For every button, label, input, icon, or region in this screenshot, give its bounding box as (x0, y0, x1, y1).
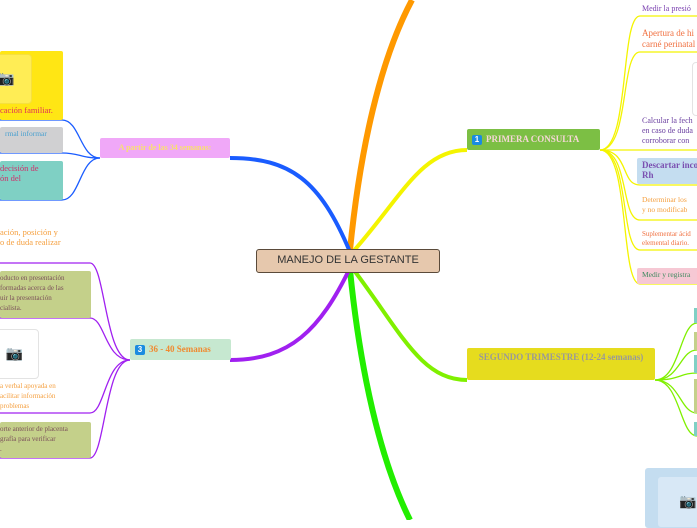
number-badge: 1 (472, 134, 482, 145)
image-node[interactable]: 📷 (645, 468, 697, 528)
node-olive-box-1[interactable]: oducto en presentación formadas acerca de… (0, 271, 91, 318)
child-medir-presion[interactable]: Medir la presió (642, 4, 691, 13)
text-line: orte anterior de placenta (0, 425, 68, 433)
text-line: uir la presentación (0, 294, 52, 302)
text-line: Calcular la fech (642, 116, 693, 125)
text-line: Apertura de hi (642, 28, 694, 38)
text-line: grafía para verificar (0, 435, 56, 443)
text-line: a verbal apoyada en (0, 382, 56, 390)
node-gray-box[interactable]: rmal informar (0, 127, 63, 153)
text-line: en caso de duda (642, 126, 693, 135)
text-line: decisión de (0, 163, 39, 173)
segundo-child-1[interactable] (694, 308, 697, 323)
text-line: cialista. (0, 304, 22, 312)
node-text-orange-2[interactable]: a verbal apoyada en acilitar información p… (0, 381, 56, 411)
node-34-semanas[interactable]: A partir de las 34 semanas: (100, 138, 230, 158)
segundo-child-5[interactable] (694, 422, 697, 436)
text-line: Descartar inco (642, 160, 697, 170)
text-line: formadas acerca de las (0, 284, 64, 292)
text-line: ación, posición y (0, 227, 58, 237)
blue-branch (229, 156, 352, 253)
image-placeholder (692, 62, 697, 116)
node-label: 36 - 40 Semanas (149, 344, 211, 354)
central-node[interactable]: MANEJO DE LA GESTANTE (256, 249, 440, 273)
text-line: Rh (642, 170, 654, 180)
text-line: . (0, 445, 2, 453)
node-yellow-box[interactable]: 📷 cación familiar. (0, 51, 63, 120)
text-line: problemas (0, 402, 30, 410)
node-36-40-semanas[interactable]: 3 36 - 40 Semanas (130, 339, 231, 360)
yellow-branch (348, 148, 468, 257)
light-green-branch (348, 263, 468, 382)
camera-icon: 📷 (657, 476, 697, 528)
segundo-child-3[interactable] (694, 355, 697, 373)
node-label: PRIMERA CONSULTA (486, 134, 580, 144)
text-line: ón del (0, 173, 22, 183)
text-line: y no modificab (642, 205, 688, 214)
number-badge: 3 (135, 344, 145, 355)
node-olive-box-2[interactable]: orte anterior de placenta grafía para ver… (0, 422, 91, 458)
camera-icon: 📷 (0, 329, 39, 379)
text-line: corroborar con (642, 136, 690, 145)
segundo-child-2[interactable] (694, 332, 697, 350)
text-line: oducto en presentación (0, 274, 65, 282)
text-line: acilitar información (0, 392, 56, 400)
node-primera-consulta[interactable]: 1 PRIMERA CONSULTA (467, 129, 600, 150)
purple-branch (229, 267, 352, 362)
text-line: o de duda realizar (0, 237, 61, 247)
orange-branch (347, 0, 415, 251)
green-branch (347, 269, 413, 520)
text-line: carné perinatal (642, 39, 696, 49)
node-text: cación familiar. (0, 105, 53, 115)
text-line: elemental diario. (642, 239, 690, 247)
camera-icon: 📷 (0, 54, 32, 104)
node-segundo-trimestre[interactable]: SEGUNDO TRIMESTRE (12-24 semanas) (467, 348, 655, 380)
text-line: Suplementar ácid (642, 230, 691, 238)
text-line: Determinar los (642, 195, 687, 204)
child-medir-registrar[interactable]: Medir y registra (637, 268, 697, 284)
segundo-child-4[interactable] (694, 379, 697, 413)
